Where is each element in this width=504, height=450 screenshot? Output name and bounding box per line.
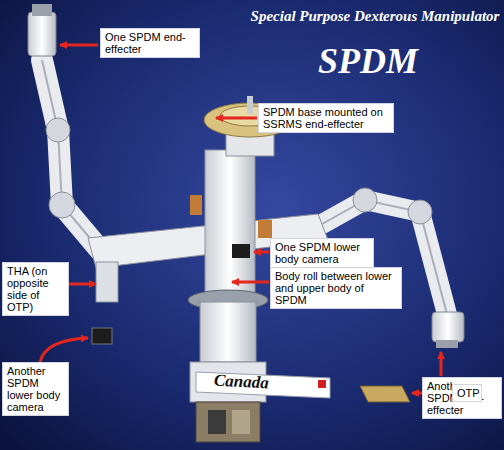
left-arm <box>28 4 100 250</box>
callout-text: Body roll between lower and upper body o… <box>275 270 397 306</box>
callout-text: SPDM base mounted on SSRMS end-effecter <box>263 106 389 130</box>
camera <box>92 328 112 344</box>
callout-text: THA (on opposite side of OTP) <box>7 265 64 313</box>
callout-box: Another SPDM lower body camera <box>2 362 69 416</box>
tha <box>96 262 118 302</box>
body-marking: Canada <box>214 371 270 394</box>
callout-box: Body roll between lower and upper body o… <box>270 267 402 309</box>
callout-box: One SPDM end-effecter <box>100 28 200 58</box>
callout-text: Another SPDM lower body camera <box>7 365 64 413</box>
heading-acronym: SPDM <box>318 40 418 82</box>
callout-box: THA (on opposite side of OTP) <box>2 262 69 316</box>
camera <box>232 244 250 258</box>
title: Special Purpose Dexterous Manipulator <box>250 8 500 25</box>
leader-arrows <box>40 45 451 393</box>
callout-text: One SPDM end-effecter <box>105 31 195 55</box>
otp-plate <box>360 386 410 402</box>
callout-box: OTP <box>452 384 482 402</box>
lower-body <box>188 290 330 442</box>
callout-box: SPDM base mounted on SSRMS end-effecter <box>258 103 394 133</box>
callout-text: OTP <box>457 387 480 399</box>
callout-box: One SPDM lower body camera <box>270 238 374 268</box>
callout-text: One SPDM lower body camera <box>275 241 369 265</box>
